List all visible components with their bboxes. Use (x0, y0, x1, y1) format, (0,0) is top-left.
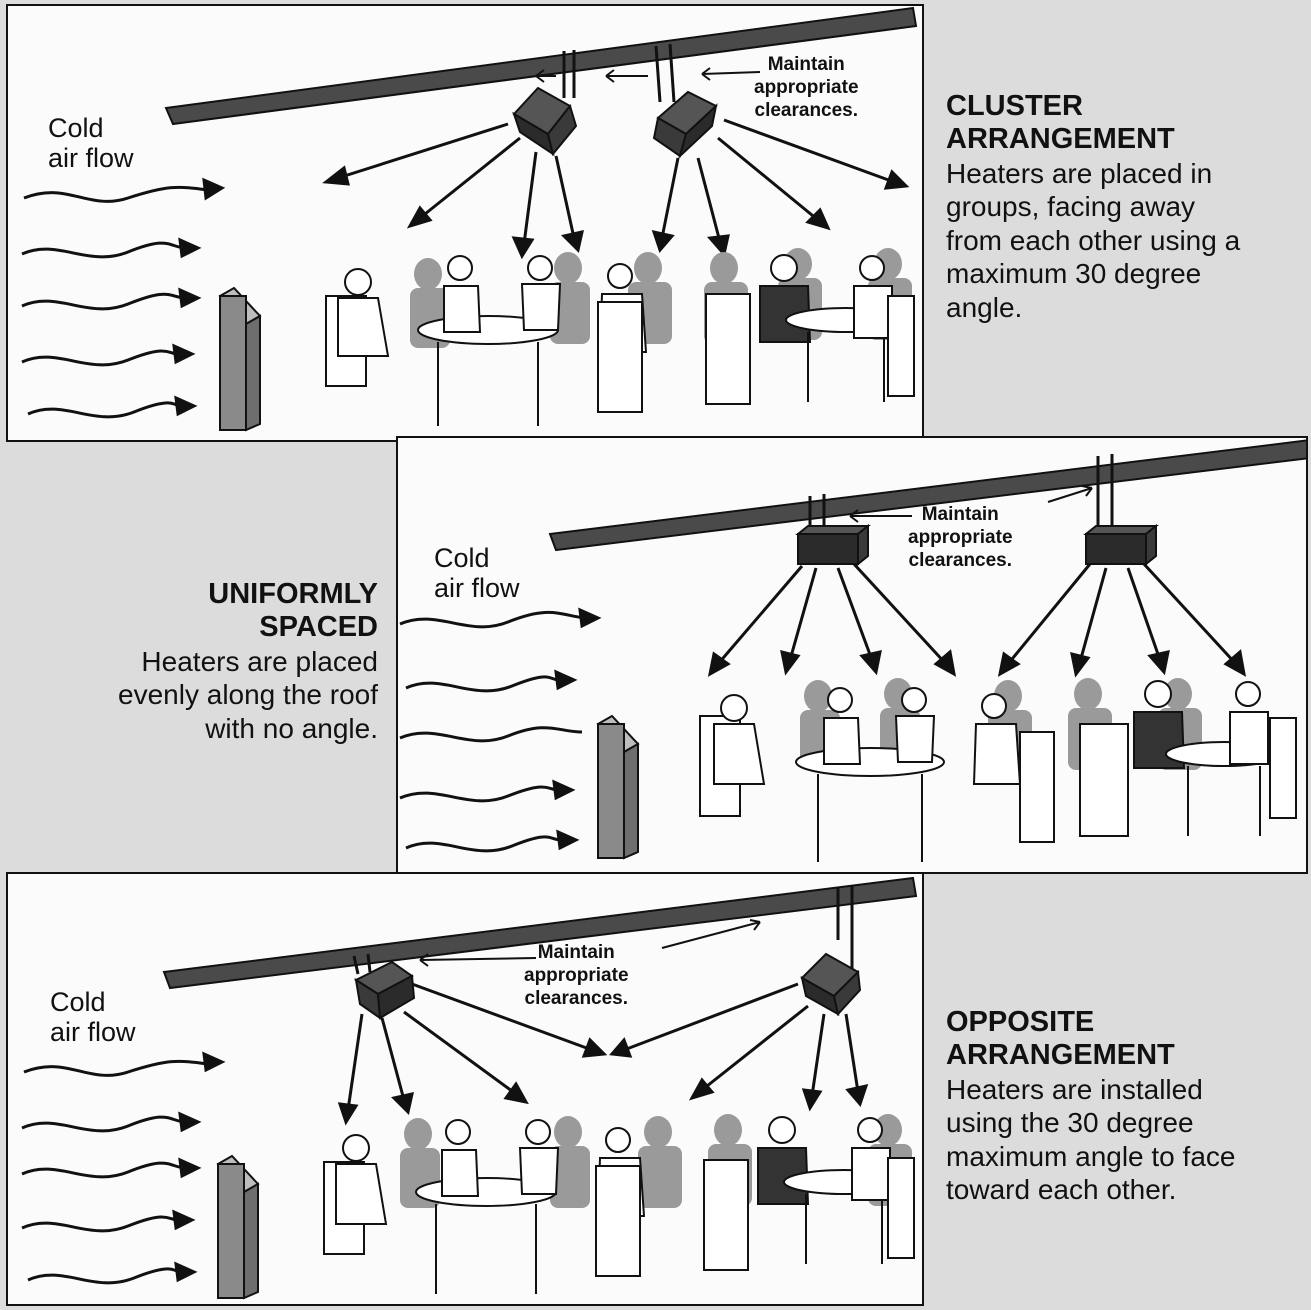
opposite-description: Heaters are installed using the 30 degre… (946, 1073, 1236, 1206)
cluster-title: CLUSTER ARRANGEMENT (946, 90, 1175, 156)
cluster-description: Heaters are placed in groups, facing awa… (946, 157, 1241, 324)
panel-opposite: Cold air flow Maintain appropriate clear… (6, 872, 924, 1306)
cluster-illustration (21, 6, 918, 432)
wind-barrier-icon (216, 1154, 260, 1300)
heater-icon (652, 90, 718, 160)
heater-icon (512, 86, 578, 157)
wind-barrier-icon (596, 714, 640, 860)
diners-icon (323, 1114, 915, 1294)
panel-cluster: Cold air flow Maintain appropriate clear… (6, 4, 924, 442)
cold-air-label: Cold air flow (48, 113, 134, 173)
wind-icon (21, 1051, 226, 1285)
cluster-caption: CLUSTER ARRANGEMENT Heaters are placed i… (946, 90, 1240, 325)
uniform-description: Heaters are placed evenly along the roof… (118, 645, 378, 744)
panel-uniform: Cold air flow Maintain appropriate clear… (396, 436, 1308, 874)
diners-icon (699, 678, 1297, 862)
wind-icon (21, 177, 226, 419)
cold-air-label: Cold air flow (434, 543, 520, 603)
uniform-title: UNIFORMLY SPACED (208, 578, 378, 644)
roof-beam (548, 439, 1306, 552)
roof-beam (164, 6, 918, 126)
opposite-illustration (21, 876, 918, 1300)
clearance-label: Maintain appropriate clearances. (524, 942, 629, 1009)
clearance-label: Maintain appropriate clearances. (754, 54, 859, 121)
heater-icon (1083, 523, 1159, 567)
heater-icon (800, 952, 862, 1017)
wind-icon (399, 607, 602, 853)
diners-icon (325, 248, 915, 426)
heater-icon (795, 523, 871, 567)
uniform-illustration (399, 439, 1306, 862)
uniform-caption: UNIFORMLY SPACED Heaters are placed even… (30, 578, 378, 745)
roof-beam (162, 876, 918, 990)
clearance-label: Maintain appropriate clearances. (908, 504, 1013, 571)
opposite-title: OPPOSITE ARRANGEMENT (946, 1006, 1175, 1072)
opposite-caption: OPPOSITE ARRANGEMENT Heaters are install… (946, 1006, 1235, 1207)
cold-air-label: Cold air flow (50, 987, 136, 1047)
wind-barrier-icon (218, 286, 262, 432)
heater-icon (353, 960, 416, 1021)
